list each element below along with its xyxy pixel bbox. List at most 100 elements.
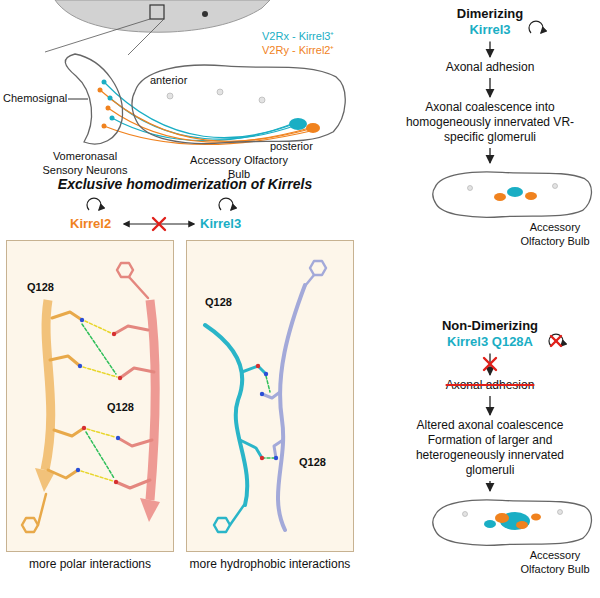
stimulus-label: Chemosignal — [3, 92, 67, 105]
mouse-head — [202, 11, 208, 17]
flow-arrow — [489, 481, 490, 491]
kirrel2-structure — [50, 356, 80, 366]
kirrel2-structure — [48, 470, 78, 478]
sensory-neurons — [102, 124, 107, 129]
residue-label: Q128 — [299, 456, 326, 470]
kirrel2-structure — [81, 471, 113, 481]
glomeruli — [507, 187, 523, 197]
organ-outline — [430, 166, 595, 221]
caption-holder: Vomeronasal Sensory Neurons — [40, 150, 130, 178]
protein-label: Kirrel2 — [70, 216, 111, 232]
process-step: Axonal adhesion — [420, 378, 560, 393]
step-text: Axonal coalescence into homogeneously in… — [395, 100, 585, 145]
red-cross — [484, 358, 496, 370]
structure-panel-ground — [186, 240, 354, 552]
process-step: Axonal adhesion — [420, 60, 560, 75]
kirrel2-structure — [45, 300, 51, 470]
kirrel3-structure — [260, 456, 264, 460]
glomeruli — [463, 512, 468, 517]
kirrel2-structure — [116, 436, 120, 440]
step-text: Altered axonal coalescence Formation of … — [395, 418, 585, 478]
kirrel2-structure — [86, 432, 114, 478]
red-cross — [551, 336, 561, 346]
kirrel2-structure — [118, 376, 122, 380]
structure-panel-ground — [6, 240, 174, 552]
flow-arrow — [489, 78, 490, 97]
kirrel3-structure — [262, 392, 280, 398]
glomeruli — [468, 186, 473, 191]
flow-arrow — [489, 148, 490, 163]
caption-holder: Accessory Olfactory Bulb — [515, 549, 595, 577]
section-heading: Exclusive homodimerization of Kirrels — [0, 176, 370, 193]
legend-label: V2Rx - Kirrel3⁺ — [262, 30, 334, 43]
kirrel2-structure — [114, 326, 148, 334]
chemosignal-line — [68, 99, 88, 100]
glomeruli — [217, 89, 223, 95]
sensory-neurons — [106, 106, 111, 111]
sensory-neurons — [102, 80, 107, 85]
glomeruli — [553, 184, 558, 189]
process-step: Altered axonal coalescence Formation of … — [395, 418, 585, 478]
axon-fibers — [100, 90, 310, 141]
kirrel2-structure — [150, 300, 155, 500]
kirrel2-structure — [22, 518, 38, 532]
kirrel2-structure — [82, 324, 116, 374]
axon-fibers — [100, 82, 315, 145]
kirrel2-structure — [114, 480, 118, 484]
chemosignal-line — [68, 99, 88, 100]
axon-fibers — [110, 98, 297, 139]
step-text: Non-Dimerizing — [420, 318, 560, 334]
process-step: Axonal coalescence into homogeneously in… — [395, 100, 585, 145]
kirrel2-structure — [54, 428, 84, 436]
panel-caption: more polar interactions — [7, 557, 173, 572]
step-subtext: Kirrel3 — [420, 22, 560, 38]
organ-label: Accessory Olfactory Bulb — [515, 549, 595, 577]
kirrel3-structure — [205, 261, 326, 532]
kirrel2-structure — [38, 494, 46, 525]
kirrel3-structure — [274, 456, 278, 460]
structure-panel-ground — [6, 240, 354, 552]
glomeruli — [306, 123, 320, 133]
flow-arrow — [489, 396, 490, 415]
kirrel2-structure — [117, 263, 133, 277]
organ-outline — [430, 494, 595, 549]
legend-label: V2Ry - Kirrel2⁺ — [262, 44, 334, 57]
kirrel3-structure — [242, 366, 266, 374]
glomeruli — [494, 193, 506, 201]
axis-label: posterior — [270, 140, 313, 153]
glomeruli — [516, 521, 528, 529]
kirrel3-structure — [278, 285, 305, 530]
olfactory-bulb: Accessory Olfactory Bulb — [430, 494, 595, 577]
kirrel3-structure — [305, 275, 314, 286]
kirrel2-structure — [78, 364, 82, 368]
mouse-head — [45, 19, 150, 52]
residue-label: Q128 — [27, 281, 54, 295]
residue-label: Q128 — [205, 296, 232, 310]
olfactory-bulb: Accessory Olfactory Bulb — [430, 166, 595, 249]
vomeronasal-organ: Vomeronasal Sensory Neurons — [40, 50, 130, 178]
organ-label: Vomeronasal Sensory Neurons — [40, 150, 130, 178]
panel-caption: more hydrophobic interactions — [187, 557, 353, 572]
kirrel2-structure — [118, 438, 152, 446]
sensory-neurons — [110, 116, 115, 121]
red-cross — [551, 336, 561, 346]
mouse-head — [150, 5, 164, 19]
glomeruli — [259, 97, 265, 103]
step-subtext: Kirrel3 Q128A — [420, 334, 560, 350]
self-binding-arrow — [87, 198, 101, 210]
kirrel3-structure — [260, 392, 264, 396]
kirrel2-structure — [140, 498, 160, 522]
kirrel3-structure — [240, 440, 262, 458]
kirrel3-structure — [230, 505, 244, 525]
organ-outline — [433, 172, 592, 217]
kirrel2-structure — [116, 480, 150, 488]
step-text: Axonal adhesion — [420, 60, 560, 75]
process-step: DimerizingKirrel3 — [420, 6, 560, 39]
step-text: Dimerizing — [420, 6, 560, 22]
self-binding-arrow — [529, 21, 543, 33]
kirrel3-structure — [310, 261, 326, 275]
glomeruli — [525, 192, 537, 200]
sensory-neurons — [98, 80, 115, 129]
